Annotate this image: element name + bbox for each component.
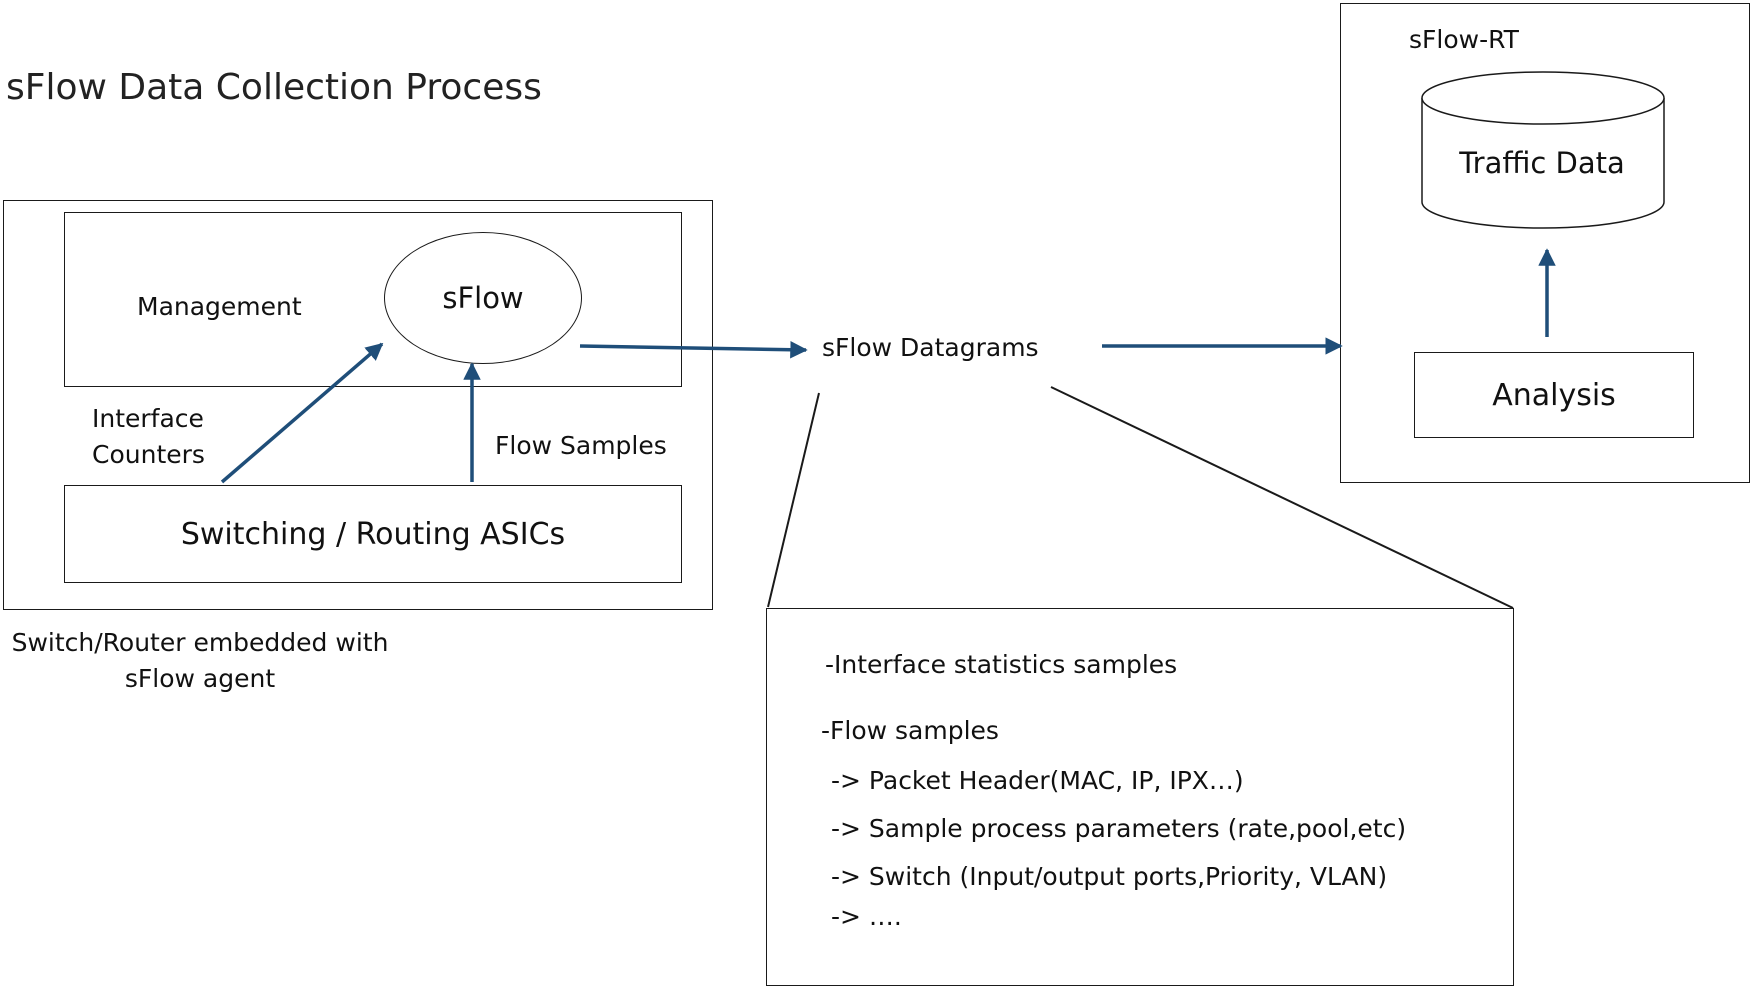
callout-line-right [1050, 386, 1514, 609]
analysis-box: Analysis [1414, 352, 1694, 438]
device-caption-line1: Switch/Router embedded with [11, 628, 389, 657]
sflow-ellipse: sFlow [384, 232, 582, 364]
sflow-rt-frame [1340, 3, 1750, 483]
content-ellipsis: -> …. [831, 902, 902, 931]
content-interface-stats: -Interface statistics samples [825, 650, 1178, 679]
management-label: Management [137, 292, 302, 321]
asics-label: Switching / Routing ASICs [180, 516, 566, 552]
traffic-data-cylinder-icon [1421, 71, 1665, 229]
content-packet-header: -> Packet Header(MAC, IP, IPX…) [831, 766, 1244, 795]
management-box [64, 212, 682, 387]
interface-counters-arrow [220, 342, 384, 484]
sflow-label: sFlow [442, 281, 524, 315]
interface-counters-label-line2: Counters [92, 440, 205, 469]
device-caption-line2: sFlow agent [124, 664, 276, 693]
switch-router-frame [3, 200, 713, 610]
callout-line-left [767, 392, 820, 608]
content-sample-params: -> Sample process parameters (rate,pool,… [831, 814, 1407, 843]
flow-samples-label: Flow Samples [495, 431, 667, 460]
traffic-data-label: Traffic Data [1459, 146, 1625, 180]
asics-box: Switching / Routing ASICs [64, 485, 682, 583]
sflow-to-datagrams-arrow [579, 340, 808, 359]
diagram-title: sFlow Data Collection Process [6, 67, 542, 108]
datagram-contents-box [766, 608, 1514, 986]
sflow-datagrams-label: sFlow Datagrams [822, 333, 1039, 362]
content-switch-info: -> Switch (Input/output ports,Priority, … [831, 862, 1388, 891]
sflow-rt-label: sFlow-RT [1409, 25, 1519, 54]
analysis-label: Analysis [1492, 377, 1616, 413]
content-flow-samples: -Flow samples [821, 716, 999, 745]
interface-counters-label-line1: Interface [92, 404, 204, 433]
